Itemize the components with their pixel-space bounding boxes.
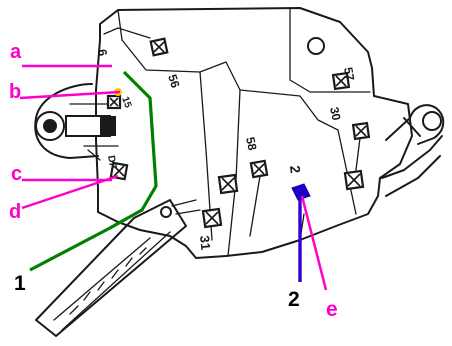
terminal-label-31: 31 [197,235,213,251]
callout-a: a [10,41,22,63]
terminal-label-15: 15 [119,95,133,110]
terminal-label-30: 30 [327,106,344,122]
terminal-54 [109,161,129,181]
callout-e: e [326,298,338,321]
callout-d: d [9,201,21,223]
terminal-57 [331,71,351,91]
terminal-56 [149,37,169,57]
right-cable-hook [381,104,445,197]
terminal-58-lead [249,175,261,237]
blue-terminal-marker [291,183,311,201]
terminal-31 [201,207,223,229]
callout-b: b [9,81,21,103]
callout-1: 1 [14,272,26,295]
terminal-center [217,173,239,195]
mounting-hole [307,37,325,55]
terminal-label-57: 57 [341,66,357,82]
terminal-label-58: 58 [243,136,260,152]
left-cable-end [34,83,119,161]
terminal-30 [351,121,371,141]
terminal-58 [249,159,269,179]
terminal-label-2: 2 [287,165,304,175]
callout-2: 2 [288,288,300,311]
green-wire [29,70,158,272]
terminal-15 [106,94,122,110]
terminal-label-56: 56 [165,73,183,90]
terminal-label-df: DF [105,155,118,170]
lever-handle [35,199,201,337]
terminal-30-lead [355,137,361,171]
terminal-right-lower [343,169,365,191]
callout-c: c [11,163,22,185]
terminal-label-6: 6 [95,48,110,57]
callout-leaders [19,64,328,291]
